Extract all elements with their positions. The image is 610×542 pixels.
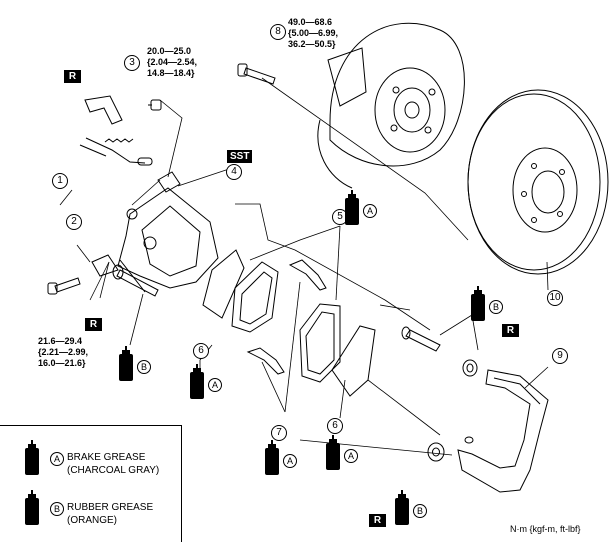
torque-spec-bolt-2: 21.6—29.4 {2.21—2.99, 16.0—21.6} xyxy=(38,336,89,368)
callout-8: 8 xyxy=(270,24,286,40)
callout-1: 1 xyxy=(52,173,68,189)
pad-clip-lower-part xyxy=(246,347,285,375)
grease-icon-7a: A xyxy=(264,440,297,481)
caliper-part xyxy=(91,171,219,293)
replace-tag-bolt: R xyxy=(85,318,102,331)
pad-clip-upper-part xyxy=(288,259,327,291)
replace-tag-pin: R xyxy=(502,324,519,337)
brake-hose-part xyxy=(79,137,153,166)
grease-letter: A xyxy=(208,378,222,392)
grease-tube-icon xyxy=(265,440,279,475)
callout-7: 7 xyxy=(271,425,287,441)
grease-icon-6a-right: A xyxy=(325,435,358,476)
bolt-3-part xyxy=(148,99,162,111)
grease-letter: A xyxy=(344,449,358,463)
grease-letter: B xyxy=(413,504,427,518)
grease-letter: A xyxy=(363,204,377,218)
torque-spec-bolt-8: 49.0—68.6 {5.00—6.99, 36.2—50.5} xyxy=(288,17,339,49)
leader-lines xyxy=(59,77,549,456)
grease-icon-b-left: B xyxy=(118,346,151,387)
grease-tube-icon xyxy=(345,190,359,225)
guide-pin-part xyxy=(112,264,159,297)
grease-letter: B xyxy=(489,300,503,314)
callout-4: 4 xyxy=(226,164,242,180)
sst-tag: SST xyxy=(227,150,253,163)
grease-icon-5a: A xyxy=(344,190,377,231)
grease-legend: A BRAKE GREASE (CHARCOAL GRAY) B RUBBER … xyxy=(0,425,182,542)
callout-2: 2 xyxy=(66,214,82,230)
callout-6-right: 6 xyxy=(327,418,343,434)
callout-3: 3 xyxy=(124,55,140,71)
grease-letter: A xyxy=(283,454,297,468)
legend-grease-icon-b xyxy=(24,490,40,531)
legend-letter-b: B xyxy=(50,502,64,516)
legend-a-text: BRAKE GREASE (CHARCOAL GRAY) xyxy=(67,452,160,476)
grease-tube-icon xyxy=(190,364,204,399)
dust-shield-hub-part xyxy=(317,22,465,189)
grease-tube-icon xyxy=(25,440,39,475)
grease-icon-b-upper-right: B xyxy=(470,286,503,327)
legend-letter-a: A xyxy=(50,452,64,466)
grease-tube-icon xyxy=(326,435,340,470)
brake-disc-part xyxy=(467,89,609,275)
replace-tag-boot: R xyxy=(369,514,386,527)
bolt-8-part xyxy=(237,63,276,85)
callout-10: 10 xyxy=(547,290,563,306)
brake-pad-outer-part xyxy=(299,303,376,397)
grease-icon-b-lower: B xyxy=(394,490,427,531)
brake-pad-inner-part xyxy=(202,249,279,333)
caliper-bracket-part xyxy=(457,369,549,493)
callout-9: 9 xyxy=(552,348,568,364)
grease-letter: B xyxy=(137,360,151,374)
bolt-2-part xyxy=(47,277,81,295)
grease-tube-icon xyxy=(25,490,39,525)
slide-pin-part xyxy=(401,326,478,462)
legend-b-text: RUBBER GREASE (ORANGE) xyxy=(67,502,154,526)
callout-6-left: 6 xyxy=(193,343,209,359)
torque-spec-bolt-3: 20.0—25.0 {2.04—2.54, 14.8—18.4} xyxy=(147,46,198,78)
torque-units-label: N·m {kgf-m, ft-lbf} xyxy=(510,524,581,534)
grease-tube-icon xyxy=(395,490,409,525)
legend-grease-icon-a xyxy=(24,440,40,481)
grease-tube-icon xyxy=(119,346,133,381)
grease-icon-6a-left: A xyxy=(189,364,222,405)
retaining-clip-part xyxy=(84,95,123,125)
grease-tube-icon xyxy=(471,286,485,321)
replace-tag-clip: R xyxy=(64,70,81,83)
